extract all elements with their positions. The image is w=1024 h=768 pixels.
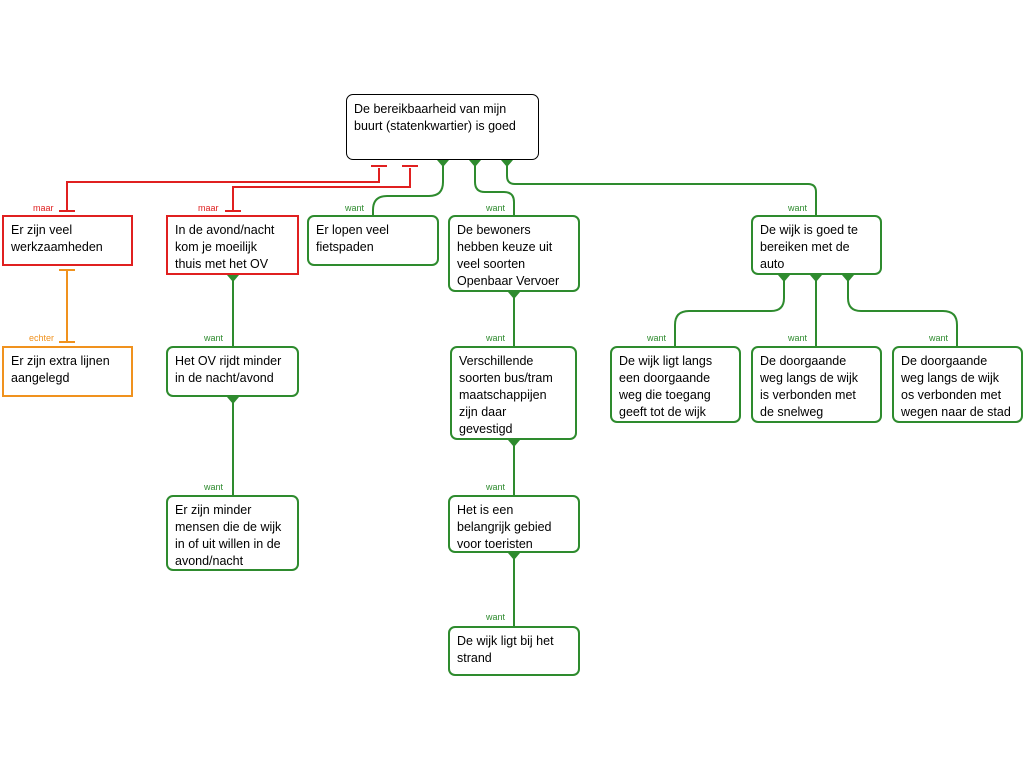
label-want-ov-minder: want <box>204 333 224 343</box>
connector-werkzaamheden <box>66 168 380 212</box>
rebuttal-connectors <box>59 269 75 343</box>
node-maatschappijen[interactable]: Verschillende soorten bus/tram maatschap… <box>450 346 577 440</box>
node-minder-mensen[interactable]: Er zijn minder mensen die de wijk in of … <box>166 495 299 571</box>
label-want-keuze-ov: want <box>486 203 506 213</box>
node-root-claim[interactable]: De bereikbaarheid van mijn buurt (staten… <box>346 94 539 160</box>
label-want-fietspaden: want <box>345 203 365 213</box>
label-want-snelweg: want <box>788 333 808 343</box>
label-want-stad: want <box>929 333 949 343</box>
node-fietspaden[interactable]: Er lopen veel fietspaden <box>307 215 439 266</box>
node-toeristen[interactable]: Het is een belangrijk gebied voor toeris… <box>448 495 580 553</box>
label-want-minder-mensen: want <box>204 482 224 492</box>
label-maar-werkzaamheden: maar <box>33 203 54 213</box>
label-maar-avond-nacht: maar <box>198 203 219 213</box>
connector-toegang <box>674 275 785 346</box>
node-werkzaamheden[interactable]: Er zijn veel werkzaamheden <box>2 215 133 266</box>
node-snelweg[interactable]: De doorgaande weg langs de wijk is verbo… <box>751 346 882 423</box>
connector-auto <box>506 160 817 216</box>
node-avond-nacht[interactable]: In de avond/nacht kom je moeilijk thuis … <box>166 215 299 275</box>
label-echter-extra-lijnen: echter <box>29 333 55 343</box>
connector-avond-nacht <box>232 168 411 212</box>
node-toegang[interactable]: De wijk ligt langs een doorgaande weg di… <box>610 346 741 423</box>
support-connectors <box>232 160 958 626</box>
label-want-auto: want <box>788 203 808 213</box>
objection-connectors <box>59 165 418 212</box>
label-want-toegang: want <box>647 333 667 343</box>
connector-keuze-ov <box>474 160 515 216</box>
label-want-toeristen: want <box>486 482 506 492</box>
connector-fietspaden <box>372 160 444 216</box>
junction-marks <box>227 160 854 560</box>
node-keuze-ov[interactable]: De bewoners hebben keuze uit veel soorte… <box>448 215 580 292</box>
label-want-strand: want <box>486 612 506 622</box>
node-stad[interactable]: De doorgaande weg langs de wijk os verbo… <box>892 346 1023 423</box>
node-ov-minder[interactable]: Het OV rijdt minder in de nacht/avond <box>166 346 299 397</box>
node-extra-lijnen[interactable]: Er zijn extra lijnen aangelegd <box>2 346 133 397</box>
node-strand[interactable]: De wijk ligt bij het strand <box>448 626 580 676</box>
node-auto[interactable]: De wijk is goed te bereiken met de auto <box>751 215 882 275</box>
connector-stad <box>847 275 958 346</box>
label-want-maatschappijen: want <box>486 333 506 343</box>
